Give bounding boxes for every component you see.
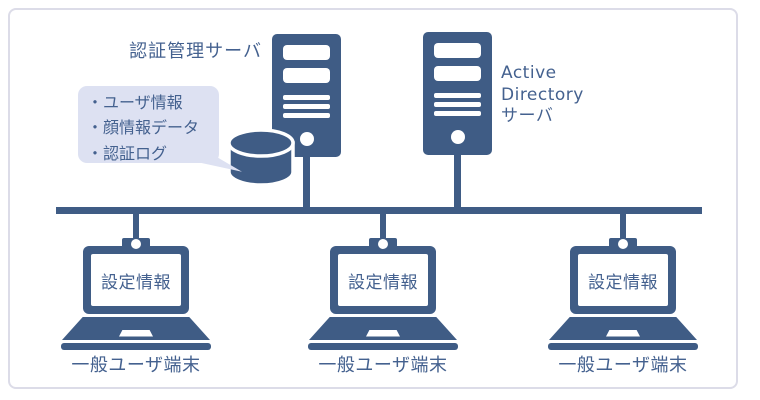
server-vent-line	[283, 95, 330, 100]
terminal-screen-label: 設定情報	[578, 254, 668, 306]
laptop-camera-dot	[131, 239, 141, 249]
database-callout: ・ユーザ情報 ・顔情報データ ・認証ログ	[78, 86, 219, 163]
terminal-caption: 一般ユーザ端末	[318, 355, 448, 376]
laptop-keyboard	[549, 317, 697, 340]
server-vent-line	[283, 104, 330, 109]
laptop-keyboard	[62, 317, 210, 340]
laptop-base-bar	[308, 343, 458, 350]
laptop-keyboard	[309, 317, 457, 340]
terminal-connector-line	[380, 213, 386, 243]
terminal-screen-label: 設定情報	[338, 254, 428, 306]
server-power-dot	[450, 130, 465, 144]
laptop-camera-dot	[618, 239, 628, 249]
terminal-connector-line	[620, 213, 626, 243]
server-power-dot	[299, 132, 314, 146]
ad-server-label: Active Directory サーバ	[501, 63, 584, 128]
server-slot-bar	[283, 45, 330, 60]
ad-server-label-line: サーバ	[501, 106, 554, 126]
server-slot-bar	[434, 43, 481, 58]
auth-server-connector-line	[303, 155, 310, 209]
terminal-connector-line	[133, 213, 139, 243]
server-vent-line	[434, 102, 481, 107]
terminal-caption: 一般ユーザ端末	[71, 355, 201, 376]
auth-server-label: 認証管理サーバ	[129, 41, 262, 62]
laptop-base-bar	[61, 343, 211, 350]
laptop-touchpad	[366, 330, 400, 337]
user-terminal-3: 設定情報 一般ユーザ端末	[548, 213, 698, 378]
ad-server-connector-line	[454, 155, 461, 209]
laptop-touchpad	[606, 330, 640, 337]
server-vent-line	[434, 111, 481, 116]
laptop-touchpad	[119, 330, 153, 337]
callout-item: ・ユーザ情報	[87, 93, 183, 112]
user-terminal-1: 設定情報 一般ユーザ端末	[61, 213, 211, 378]
callout-item: ・認証ログ	[87, 143, 168, 163]
server-vent-line	[283, 113, 330, 118]
database-cylinder-icon	[227, 128, 295, 187]
ad-server-icon	[423, 32, 492, 155]
ad-server-label-line: Active	[501, 63, 557, 83]
terminal-caption: 一般ユーザ端末	[558, 355, 688, 376]
callout-item: ・顔情報データ	[87, 118, 200, 138]
ad-server-label-line: Directory	[501, 84, 584, 105]
network-bus-line	[56, 207, 702, 214]
terminal-screen-label: 設定情報	[91, 254, 181, 306]
server-slot-bar	[283, 68, 330, 83]
laptop-base-bar	[548, 343, 698, 350]
laptop-camera-dot	[378, 239, 388, 249]
user-terminal-2: 設定情報 一般ユーザ端末	[308, 213, 458, 378]
server-slot-bar	[434, 66, 481, 81]
server-vent-line	[434, 93, 481, 98]
